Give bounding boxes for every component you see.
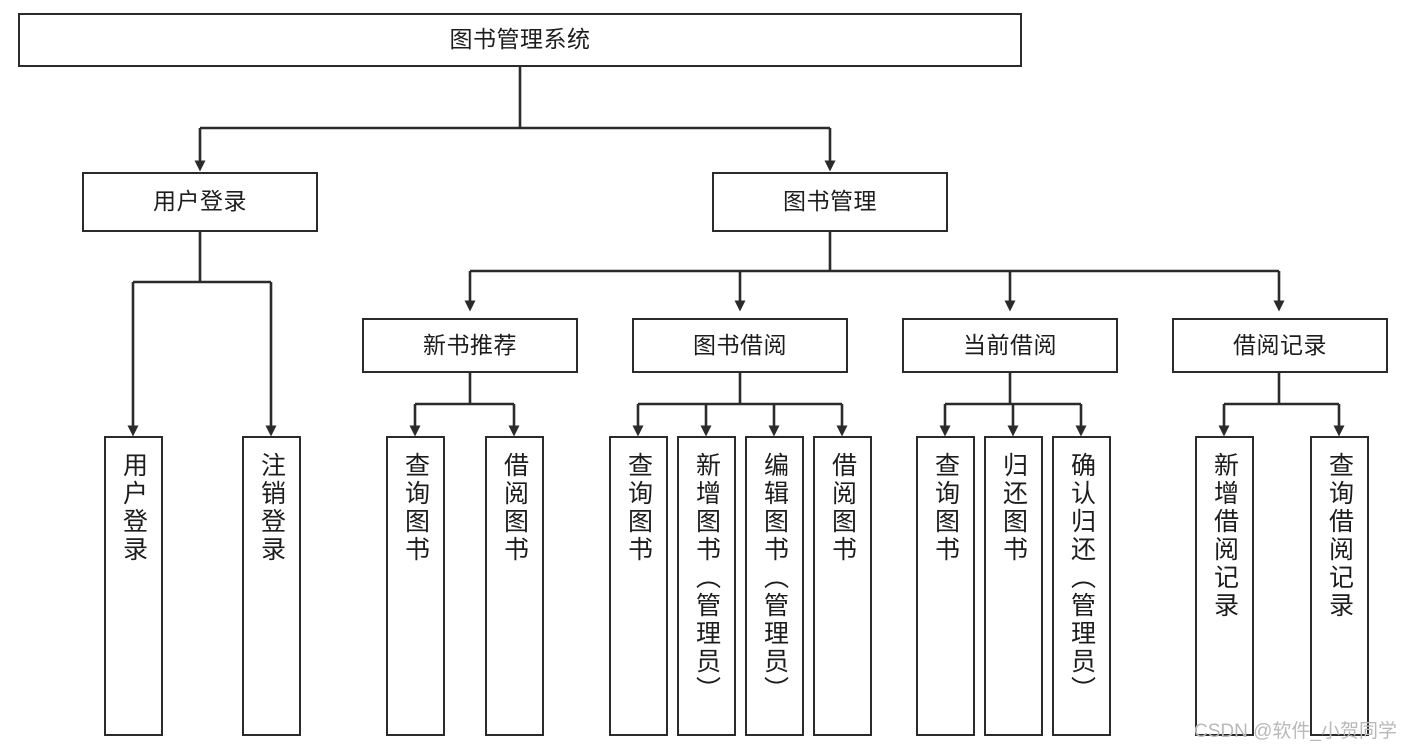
- leaf-current-query-book-label: 查询图书: [931, 452, 960, 564]
- node-user-login[interactable]: 用户登录: [82, 172, 318, 232]
- node-new-book-recommend[interactable]: 新书推荐: [362, 318, 578, 373]
- leaf-current-return-book[interactable]: 归还图书: [984, 436, 1043, 736]
- leaf-current-confirm-return-label: 确认归还（管理员）: [1067, 452, 1096, 704]
- leaf-borrow-query-book[interactable]: 查询图书: [609, 436, 668, 736]
- leaf-borrow-add-book-label: 新增图书（管理员）: [692, 452, 721, 704]
- leaf-current-query-book[interactable]: 查询图书: [916, 436, 975, 736]
- node-borrow-record[interactable]: 借阅记录: [1172, 318, 1388, 373]
- leaf-user-login-login[interactable]: 用户登录: [104, 436, 163, 736]
- leaf-recommend-query-book-label: 查询图书: [401, 452, 430, 564]
- leaf-borrow-query-book-label: 查询图书: [624, 452, 653, 564]
- node-book-management[interactable]: 图书管理: [712, 172, 948, 232]
- leaf-borrow-edit-book-label: 编辑图书（管理员）: [760, 452, 789, 704]
- watermark-text: CSDN @软件_小贺同学: [1194, 721, 1397, 742]
- leaf-user-login-logout-label: 注销登录: [257, 452, 286, 564]
- leaf-record-add-record-label: 新增借阅记录: [1210, 452, 1239, 620]
- leaf-recommend-borrow-book[interactable]: 借阅图书: [485, 436, 544, 736]
- node-root-system[interactable]: 图书管理系统: [18, 13, 1022, 67]
- node-book-management-label: 图书管理: [783, 188, 877, 215]
- node-book-borrow[interactable]: 图书借阅: [632, 318, 848, 373]
- leaf-borrow-borrow-book-label: 借阅图书: [828, 452, 857, 564]
- node-current-borrow[interactable]: 当前借阅: [902, 318, 1118, 373]
- leaf-borrow-borrow-book[interactable]: 借阅图书: [813, 436, 872, 736]
- leaf-current-confirm-return[interactable]: 确认归还（管理员）: [1052, 436, 1111, 736]
- node-user-login-label: 用户登录: [153, 188, 247, 215]
- node-book-borrow-label: 图书借阅: [693, 331, 787, 358]
- node-root-system-label: 图书管理系统: [449, 26, 591, 53]
- leaf-record-query-record-label: 查询借阅记录: [1325, 452, 1354, 620]
- leaf-user-login-logout[interactable]: 注销登录: [242, 436, 301, 736]
- node-borrow-record-label: 借阅记录: [1233, 331, 1327, 358]
- node-current-borrow-label: 当前借阅: [963, 331, 1057, 358]
- leaf-record-add-record[interactable]: 新增借阅记录: [1195, 436, 1254, 736]
- leaf-recommend-borrow-book-label: 借阅图书: [500, 452, 529, 564]
- leaf-borrow-add-book[interactable]: 新增图书（管理员）: [677, 436, 736, 736]
- leaf-user-login-login-label: 用户登录: [119, 452, 148, 564]
- node-new-book-recommend-label: 新书推荐: [423, 331, 517, 358]
- leaf-borrow-edit-book[interactable]: 编辑图书（管理员）: [745, 436, 804, 736]
- leaf-recommend-query-book[interactable]: 查询图书: [386, 436, 445, 736]
- leaf-record-query-record[interactable]: 查询借阅记录: [1310, 436, 1369, 736]
- leaf-current-return-book-label: 归还图书: [999, 452, 1028, 564]
